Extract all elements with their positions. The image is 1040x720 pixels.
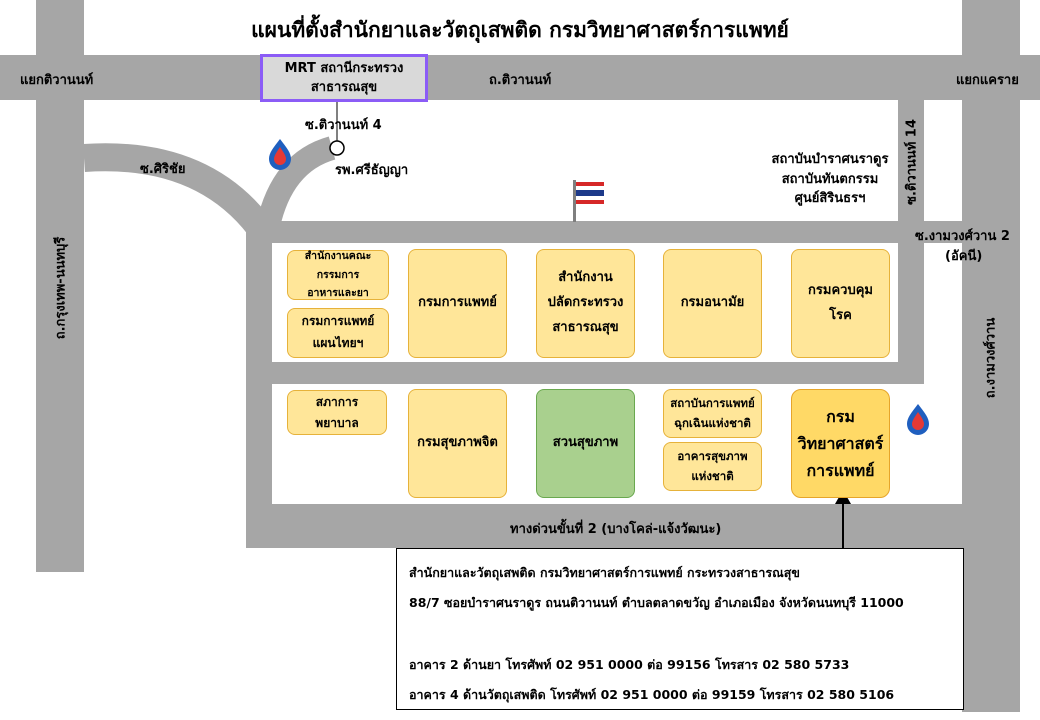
building-ddc: กรมควบคุม โรค bbox=[791, 249, 890, 358]
building-mental-health: กรมสุขภาพจิต bbox=[408, 389, 507, 498]
building-dms: กรมการแพทย์ bbox=[408, 249, 507, 358]
building-thai-med-line2: แผนไทยฯ bbox=[312, 336, 364, 350]
road-ngamwongwan bbox=[962, 0, 1020, 712]
road-soi-sirichai bbox=[83, 143, 271, 235]
building-nursing-line2: พยาบาล bbox=[315, 415, 359, 430]
building-thai-traditional-medicine: กรมการแพทย์ แผนไทยฯ bbox=[287, 308, 389, 358]
label-soi-sirichai: ซ.ศิริชัย bbox=[140, 162, 186, 177]
map-title: แผนที่ตั้งสำนักยาและวัตถุเสพติด กรมวิทยา… bbox=[251, 18, 789, 42]
road-middle-inner bbox=[246, 362, 924, 384]
mrt-line2: สาธารณสุข bbox=[310, 80, 378, 95]
label-ngamwongwan-road: ถ.งามวงศ์วาน bbox=[983, 317, 999, 399]
health-park-label: สวนสุขภาพ bbox=[552, 435, 619, 451]
mrt-line1: MRT สถานีกระทรวง bbox=[284, 60, 404, 76]
building-nhco-line1: อาคารสุขภาพ bbox=[677, 448, 748, 463]
label-soi-tiwanon-4: ซ.ติวานนท์ 4 bbox=[305, 118, 382, 133]
building-dmsc-line1: กรม bbox=[826, 406, 855, 426]
building-nursing-council: สภาการ พยาบาล bbox=[287, 390, 387, 435]
label-tiwanon-junction: แยกติวานนท์ bbox=[20, 73, 94, 88]
building-ops-line1: สำนักงาน bbox=[558, 270, 613, 286]
building-ddc-line2: โรค bbox=[829, 307, 852, 323]
building-fda-line1: สำนักงานคณะกรรมการ bbox=[304, 249, 372, 281]
road-soi-ngamwongwan-2 bbox=[246, 221, 962, 243]
building-national-health: อาคารสุขภาพ แห่งชาติ bbox=[663, 442, 762, 491]
building-fda: สำนักงานคณะกรรมการ อาหารและยา bbox=[287, 250, 389, 300]
building-dmsc-line2: วิทยาศาสตร์ bbox=[797, 433, 884, 453]
building-ops: สำนักงาน ปลัดกระทรวง สาธารณสุข bbox=[536, 249, 635, 358]
info-building-4-contact: อาคาร 4 ด้านวัตถุเสพติด โทรศัพท์ 02 951 … bbox=[409, 687, 895, 702]
institutes-label: สถาบันบำราศนราดูร สถาบันทันตกรรม ศูนย์สิ… bbox=[760, 150, 900, 209]
label-soi-ngamwongwan-2-sub: (อัคนี) bbox=[945, 249, 983, 264]
info-building-2-contact: อาคาร 2 ด้านยา โทรศัพท์ 02 951 0000 ต่อ … bbox=[409, 657, 850, 672]
health-park: สวนสุขภาพ bbox=[536, 389, 635, 498]
building-dmsc-line3: การแพทย์ bbox=[806, 461, 875, 481]
hospital-marker bbox=[329, 140, 345, 156]
building-mental-label: กรมสุขภาพจิต bbox=[417, 435, 498, 451]
institute-dental: สถาบันทันตกรรม bbox=[781, 171, 879, 187]
institute-sirindhorn: ศูนย์สิรินธรฯ bbox=[794, 191, 866, 206]
building-anamai: กรมอนามัย bbox=[663, 249, 762, 358]
address-info-box: สำนักยาและวัตถุเสพติด กรมวิทยาศาสตร์การแ… bbox=[396, 548, 964, 710]
building-thai-med-line1: กรมการแพทย์ bbox=[301, 314, 375, 329]
institute-bamrasnaradura: สถาบันบำราศนราดูร bbox=[771, 152, 889, 167]
road-soi-tiwanon-4 bbox=[256, 136, 336, 229]
building-nhco-line2: แห่งชาติ bbox=[691, 468, 734, 483]
label-kaerai-junction: แยกแคราย bbox=[956, 73, 1019, 88]
road-tiwanon bbox=[0, 55, 1040, 100]
label-expressway: ทางด่วนขั้นที่ 2 (บางโคล่-แจ้งวัฒนะ) bbox=[510, 522, 722, 537]
building-fda-line2: อาหารและยา bbox=[307, 287, 369, 300]
mrt-station: MRT สถานีกระทรวง สาธารณสุข bbox=[260, 54, 428, 102]
gas-station-icon bbox=[907, 404, 929, 435]
thai-flag-icon bbox=[573, 180, 604, 222]
label-hospital: รพ.ศรีธัญญา bbox=[335, 163, 409, 178]
building-emergency-line2: ฉุกเฉินแห่งชาติ bbox=[674, 415, 751, 430]
info-address: 88/7 ซอยบำราศนราดูร ถนนติวานนท์ ตำบลตลาด… bbox=[409, 595, 904, 610]
building-anamai-label: กรมอนามัย bbox=[680, 295, 745, 311]
building-emergency-institute: สถาบันการแพทย์ ฉุกเฉินแห่งชาติ bbox=[663, 389, 762, 438]
info-office-name: สำนักยาและวัตถุเสพติด กรมวิทยาศาสตร์การแ… bbox=[409, 565, 800, 580]
road-krungthep-nonthaburi bbox=[36, 0, 84, 572]
label-tiwanon-road: ถ.ติวานนท์ bbox=[489, 73, 552, 88]
label-krungthep-nonthaburi: ถ.กรุงเทพ-นนทบุรี bbox=[53, 236, 69, 340]
label-soi-tiwanon-14: ซ.ติวานนท์ 14 bbox=[904, 119, 920, 205]
building-emergency-line1: สถาบันการแพทย์ bbox=[670, 395, 755, 410]
building-ddc-line1: กรมควบคุม bbox=[808, 282, 873, 298]
road-left-inner bbox=[246, 221, 272, 548]
building-ops-line3: สาธารณสุข bbox=[552, 319, 619, 335]
gas-station-icon bbox=[269, 139, 291, 170]
label-soi-ngamwongwan-2: ซ.งามวงศ์วาน 2 bbox=[915, 229, 1010, 244]
building-ops-line2: ปลัดกระทรวง bbox=[547, 295, 624, 311]
building-dmsc: กรม วิทยาศาสตร์ การแพทย์ bbox=[791, 389, 890, 498]
building-dms-label: กรมการแพทย์ bbox=[418, 295, 497, 311]
building-nursing-line1: สภาการ bbox=[315, 395, 359, 410]
